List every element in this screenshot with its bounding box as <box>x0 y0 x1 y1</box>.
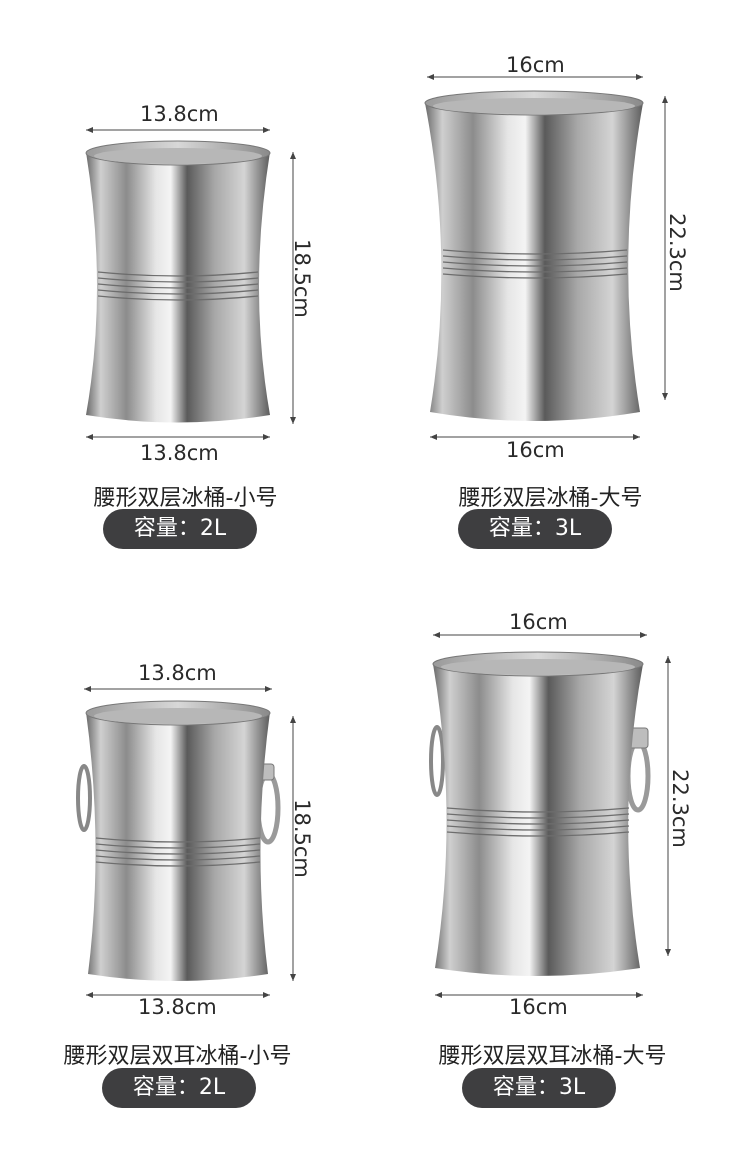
ice-bucket-large-image <box>424 74 668 440</box>
product-name: 腰形双层双耳冰桶-大号 <box>438 1044 667 1069</box>
capacity-badge: 容量：2L <box>103 509 257 549</box>
capacity-badge: 容量：3L <box>462 1068 616 1108</box>
ice-bucket-small-image <box>85 127 296 440</box>
product-card-large: 16cm 16cm 22.3cm 腰形双层冰桶-大号 容量：3L <box>375 0 750 576</box>
top-width-label: 16cm <box>509 610 568 634</box>
capacity-badge: 容量：2L <box>102 1068 256 1108</box>
ice-bucket-large-handles-image <box>429 632 671 998</box>
capacity-badge: 容量：3L <box>458 509 612 549</box>
ice-bucket-small-handles-image <box>76 686 296 998</box>
bottom-width-label: 16cm <box>506 438 565 462</box>
product-card-large-handles: 16cm 16cm 22.3cm 腰形双层双耳冰桶-大号 容量：3L <box>375 576 750 1152</box>
top-width-label: 13.8cm <box>140 102 219 126</box>
bottom-width-label: 13.8cm <box>140 441 219 465</box>
height-label: 22.3cm <box>664 213 689 292</box>
bottom-width-label: 13.8cm <box>138 995 217 1019</box>
product-name: 腰形双层冰桶-小号 <box>93 486 278 511</box>
height-label: 18.5cm <box>289 239 314 318</box>
top-width-label: 16cm <box>506 53 565 77</box>
product-card-small-handles: 13.8cm 13.8cm 18.5cm 腰形双层双耳冰桶-小号 容量：2L <box>0 576 375 1152</box>
top-width-label: 13.8cm <box>138 661 217 685</box>
product-name: 腰形双层冰桶-大号 <box>458 486 643 511</box>
product-card-small: 13.8cm 13.8cm 18.5cm 腰形双层冰桶-小号 容量：2L <box>0 0 375 576</box>
product-name: 腰形双层双耳冰桶-小号 <box>63 1044 292 1069</box>
height-label: 18.5cm <box>289 799 314 878</box>
bottom-width-label: 16cm <box>509 995 568 1019</box>
height-label: 22.3cm <box>667 769 692 848</box>
